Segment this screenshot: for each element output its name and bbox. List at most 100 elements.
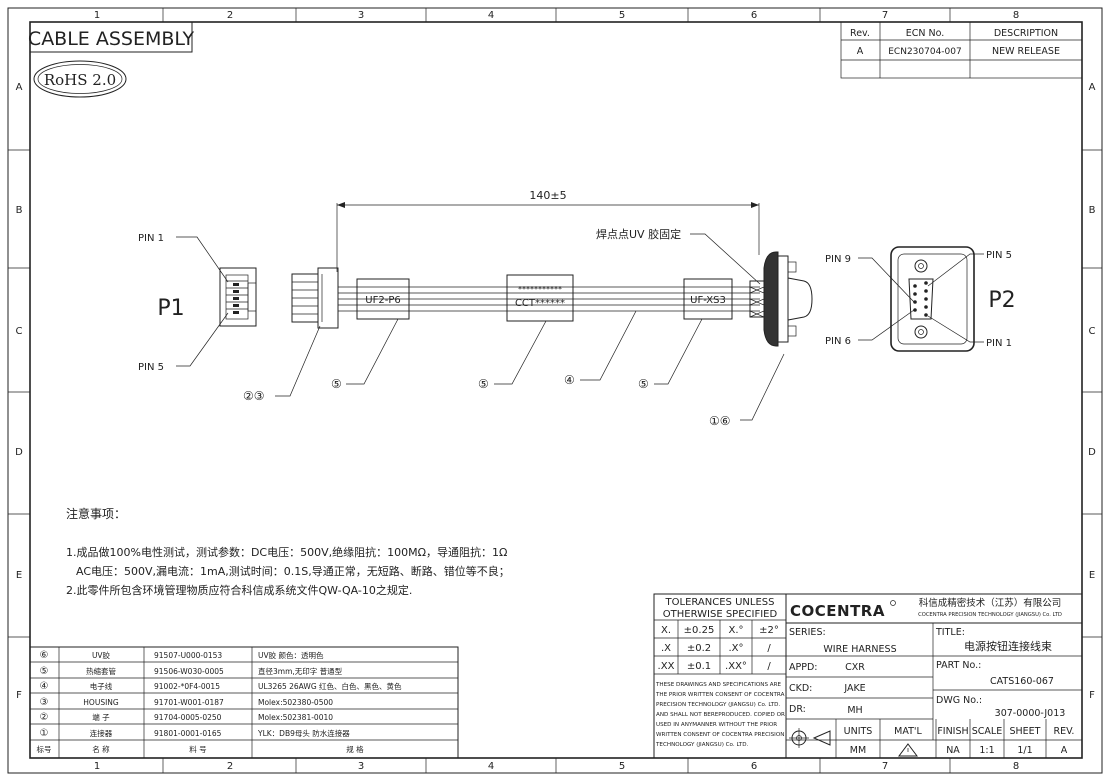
solder-note-leader bbox=[690, 233, 761, 285]
tol-cell: / bbox=[767, 661, 771, 672]
col-label: 2 bbox=[227, 10, 233, 21]
tolerance-block bbox=[653, 593, 787, 759]
row-label: A bbox=[16, 82, 23, 93]
bom-no: ④ bbox=[40, 681, 49, 692]
bom-header-part: 料 号 bbox=[189, 744, 206, 754]
sleeve-right-text: UF-XS3 bbox=[690, 295, 726, 306]
projection-symbol-icon bbox=[789, 728, 831, 748]
legal-line: AND SHALL NOT BEREPRODUCED. COPIED OR bbox=[656, 712, 785, 718]
scale-value: 1:1 bbox=[979, 745, 994, 756]
zone-ticks bbox=[8, 8, 1102, 773]
col-label: 8 bbox=[1013, 761, 1019, 772]
zone-col-labels: 1 2 3 4 5 6 7 8 1 2 3 4 5 6 7 8 bbox=[94, 10, 1019, 772]
dimension-140 bbox=[336, 202, 760, 272]
callout-4: ④ bbox=[564, 373, 575, 387]
sleeve-middle-bottom: CCT****** bbox=[515, 298, 565, 309]
bom-no: ② bbox=[40, 712, 49, 723]
part-label: PART No.: bbox=[936, 660, 981, 671]
col-label: 4 bbox=[488, 10, 494, 21]
col-label: 8 bbox=[1013, 10, 1019, 21]
finish-value: NA bbox=[946, 745, 960, 756]
bom-part: 91002-*0F4-0015 bbox=[154, 682, 220, 691]
description-header: DESCRIPTION bbox=[994, 28, 1058, 39]
pin6-leader bbox=[858, 309, 915, 341]
inner-border bbox=[29, 21, 1083, 759]
row-label: B bbox=[16, 205, 23, 216]
p1-connector bbox=[219, 267, 257, 327]
pin6-label: PIN 6 bbox=[825, 336, 851, 347]
rev-value-title: A bbox=[1061, 745, 1068, 756]
bom-no: ⑤ bbox=[40, 666, 49, 677]
legal-line: TECHNOLOGY (JIANGSU) Co. LTD. bbox=[655, 742, 749, 748]
dr-label: DR: bbox=[789, 704, 806, 715]
pin9-label: PIN 9 bbox=[825, 254, 851, 265]
title-block bbox=[785, 593, 1083, 759]
legal-line: WRITTEN CONSENT OF COCENTRA PRECISION bbox=[656, 732, 784, 738]
ecn-header: ECN No. bbox=[906, 28, 945, 39]
bom-part: 91507-U000-0153 bbox=[154, 651, 222, 660]
appd-value: CXR bbox=[845, 662, 865, 673]
sleeve-middle bbox=[506, 274, 574, 322]
company-name-cn: 科信成精密技术（江苏）有限公司 bbox=[919, 597, 1062, 609]
col-label: 5 bbox=[619, 761, 625, 772]
tol-cell: .XX bbox=[658, 661, 675, 672]
row-label: D bbox=[1088, 447, 1096, 458]
bom-name: HOUSING bbox=[83, 698, 119, 707]
legal-text: THESE DRAWINGS AND SPECIFICATIONS ARE TH… bbox=[655, 682, 785, 748]
title-box bbox=[29, 21, 193, 53]
tol-cell: ±0.2 bbox=[687, 643, 711, 654]
tol-cell: .X bbox=[661, 643, 671, 654]
col-label: 7 bbox=[882, 10, 888, 21]
db9-connector-side bbox=[749, 251, 813, 347]
tol-cell: ±0.25 bbox=[684, 625, 715, 636]
tol-cell: .X° bbox=[728, 643, 743, 654]
pin9-leader bbox=[858, 257, 915, 303]
legal-line: THESE DRAWINGS AND SPECIFICATIONS ARE bbox=[655, 682, 782, 688]
sheet-label: SHEET bbox=[1010, 726, 1041, 737]
wire-bundle bbox=[338, 286, 760, 312]
bom-spec: UV胶 颜色：透明色 bbox=[258, 650, 324, 660]
row-label: F bbox=[1089, 690, 1095, 701]
bom-part: 91704-0005-0250 bbox=[154, 713, 222, 722]
registered-mark-icon bbox=[890, 600, 896, 606]
row-label: C bbox=[1089, 326, 1096, 337]
pin5-right-label: PIN 5 bbox=[986, 250, 1012, 261]
callout-5b: ⑤ bbox=[478, 377, 489, 391]
row-label: E bbox=[1089, 570, 1095, 581]
db9-connector-front bbox=[890, 246, 975, 352]
row-label: F bbox=[16, 690, 22, 701]
housing-connector bbox=[291, 267, 339, 329]
col-label: 1 bbox=[94, 10, 100, 21]
pin1-right-leader bbox=[927, 315, 984, 343]
row-label: A bbox=[1089, 82, 1096, 93]
solder-note: 焊点点UV 胶固定 bbox=[596, 227, 681, 241]
bom-spec: Molex:502380-0500 bbox=[258, 698, 333, 707]
p2-label: P2 bbox=[988, 288, 1015, 313]
bom-part: 91701-W001-0187 bbox=[154, 698, 224, 707]
note-line-3: 2.此零件所包含环境管理物质应符合科信成系统文件QW-QA-10之规定. bbox=[66, 583, 412, 597]
bom-part: 91801-0001-0165 bbox=[154, 729, 222, 738]
tolerance-values: X. ±0.25 X.° ±2° .X ±0.2 .X° / .XX ±0.1 … bbox=[658, 625, 779, 672]
bom-name: 连接器 bbox=[90, 728, 113, 738]
title-value: 电源按钮连接线束 bbox=[964, 639, 1052, 653]
bom-spec: YLK：DB9母头 防水连接器 bbox=[257, 728, 350, 738]
callouts: ②③ ⑤ ⑤ ④ ⑤ ①⑥ bbox=[243, 310, 785, 428]
bom-part: 91506-W030-0005 bbox=[154, 667, 224, 676]
title-label: TITLE: bbox=[935, 627, 965, 638]
description-value: NEW RELEASE bbox=[992, 46, 1060, 57]
row-label: D bbox=[15, 447, 23, 458]
col-label: 3 bbox=[358, 10, 364, 21]
series-label: SERIES: bbox=[789, 627, 826, 638]
legal-line: USED IN ANYMANNER WITHOUT THE PRIOR bbox=[656, 722, 777, 728]
revision-table: Rev. ECN No. DESCRIPTION A ECN230704-007… bbox=[840, 21, 1083, 79]
tol-cell: .XX° bbox=[725, 661, 747, 672]
matl-label: MAT'L bbox=[894, 726, 922, 737]
col-label: 4 bbox=[488, 761, 494, 772]
row-label: C bbox=[16, 326, 23, 337]
ecn-value: ECN230704-007 bbox=[888, 47, 962, 57]
note-line-2: AC电压：500V,漏电流：1mA,测试时间：0.1S,导通正常，无短路、断路、… bbox=[76, 564, 510, 578]
tolerance-title-1: TOLERANCES UNLESS bbox=[665, 597, 775, 608]
col-label: 6 bbox=[751, 761, 757, 772]
bom-name: 电子线 bbox=[90, 681, 113, 691]
